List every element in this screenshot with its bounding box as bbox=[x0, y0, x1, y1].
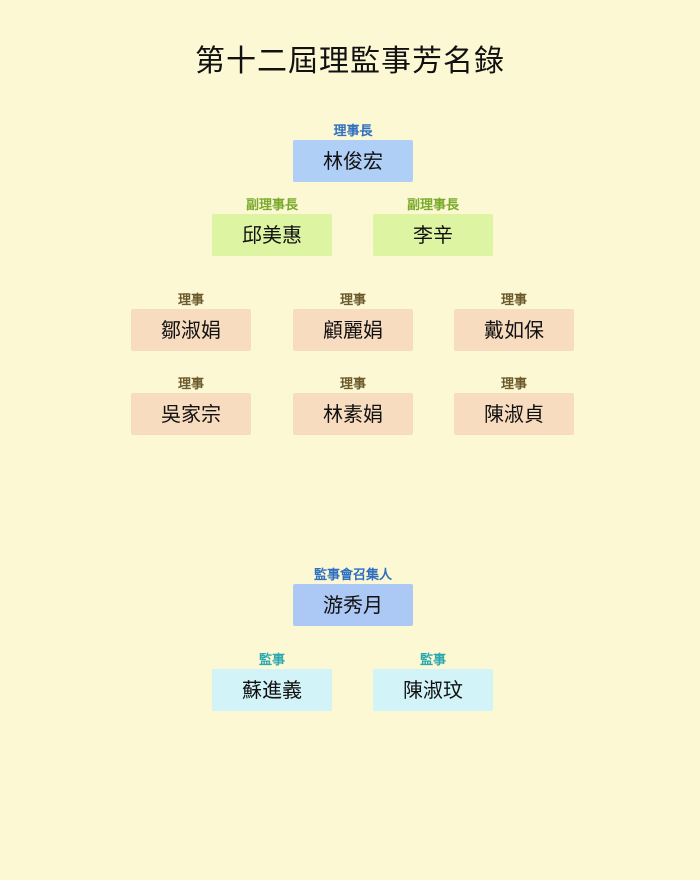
director-node: 理事 顧麗娟 bbox=[293, 293, 413, 351]
name-box: 顧麗娟 bbox=[293, 309, 413, 351]
supervisor-node: 監事 陳淑玟 bbox=[373, 653, 493, 711]
role-label: 副理事長 bbox=[406, 198, 459, 213]
director-node: 理事 鄒淑娟 bbox=[131, 293, 251, 351]
role-label: 監事 bbox=[419, 653, 446, 668]
director-node: 理事 陳淑貞 bbox=[454, 377, 574, 435]
role-label: 監事會召集人 bbox=[313, 568, 392, 583]
role-label: 理事 bbox=[177, 377, 204, 392]
page-title: 第十二屆理監事芳名錄 bbox=[195, 44, 505, 79]
role-label: 監事 bbox=[258, 653, 285, 668]
name-box: 游秀月 bbox=[293, 584, 413, 626]
role-label: 理事 bbox=[339, 293, 366, 308]
role-label: 理事長 bbox=[333, 124, 373, 139]
convener-node: 監事會召集人 游秀月 bbox=[293, 568, 413, 626]
name-box: 林俊宏 bbox=[293, 140, 413, 182]
name-box: 戴如保 bbox=[454, 309, 574, 351]
role-label: 副理事長 bbox=[245, 198, 298, 213]
role-label: 理事 bbox=[500, 293, 527, 308]
name-box: 陳淑玟 bbox=[373, 669, 493, 711]
director-node: 理事 戴如保 bbox=[454, 293, 574, 351]
name-box: 邱美惠 bbox=[212, 214, 332, 256]
director-node: 理事 林素娟 bbox=[293, 377, 413, 435]
name-box: 蘇進義 bbox=[212, 669, 332, 711]
name-box: 陳淑貞 bbox=[454, 393, 574, 435]
vice-chairman-node: 副理事長 邱美惠 bbox=[212, 198, 332, 256]
name-box: 鄒淑娟 bbox=[131, 309, 251, 351]
role-label: 理事 bbox=[339, 377, 366, 392]
name-box: 林素娟 bbox=[293, 393, 413, 435]
chairman-node: 理事長 林俊宏 bbox=[293, 124, 413, 182]
director-node: 理事 吳家宗 bbox=[131, 377, 251, 435]
vice-chairman-node: 副理事長 李辛 bbox=[373, 198, 493, 256]
role-label: 理事 bbox=[177, 293, 204, 308]
role-label: 理事 bbox=[500, 377, 527, 392]
name-box: 李辛 bbox=[373, 214, 493, 256]
supervisor-node: 監事 蘇進義 bbox=[212, 653, 332, 711]
name-box: 吳家宗 bbox=[131, 393, 251, 435]
